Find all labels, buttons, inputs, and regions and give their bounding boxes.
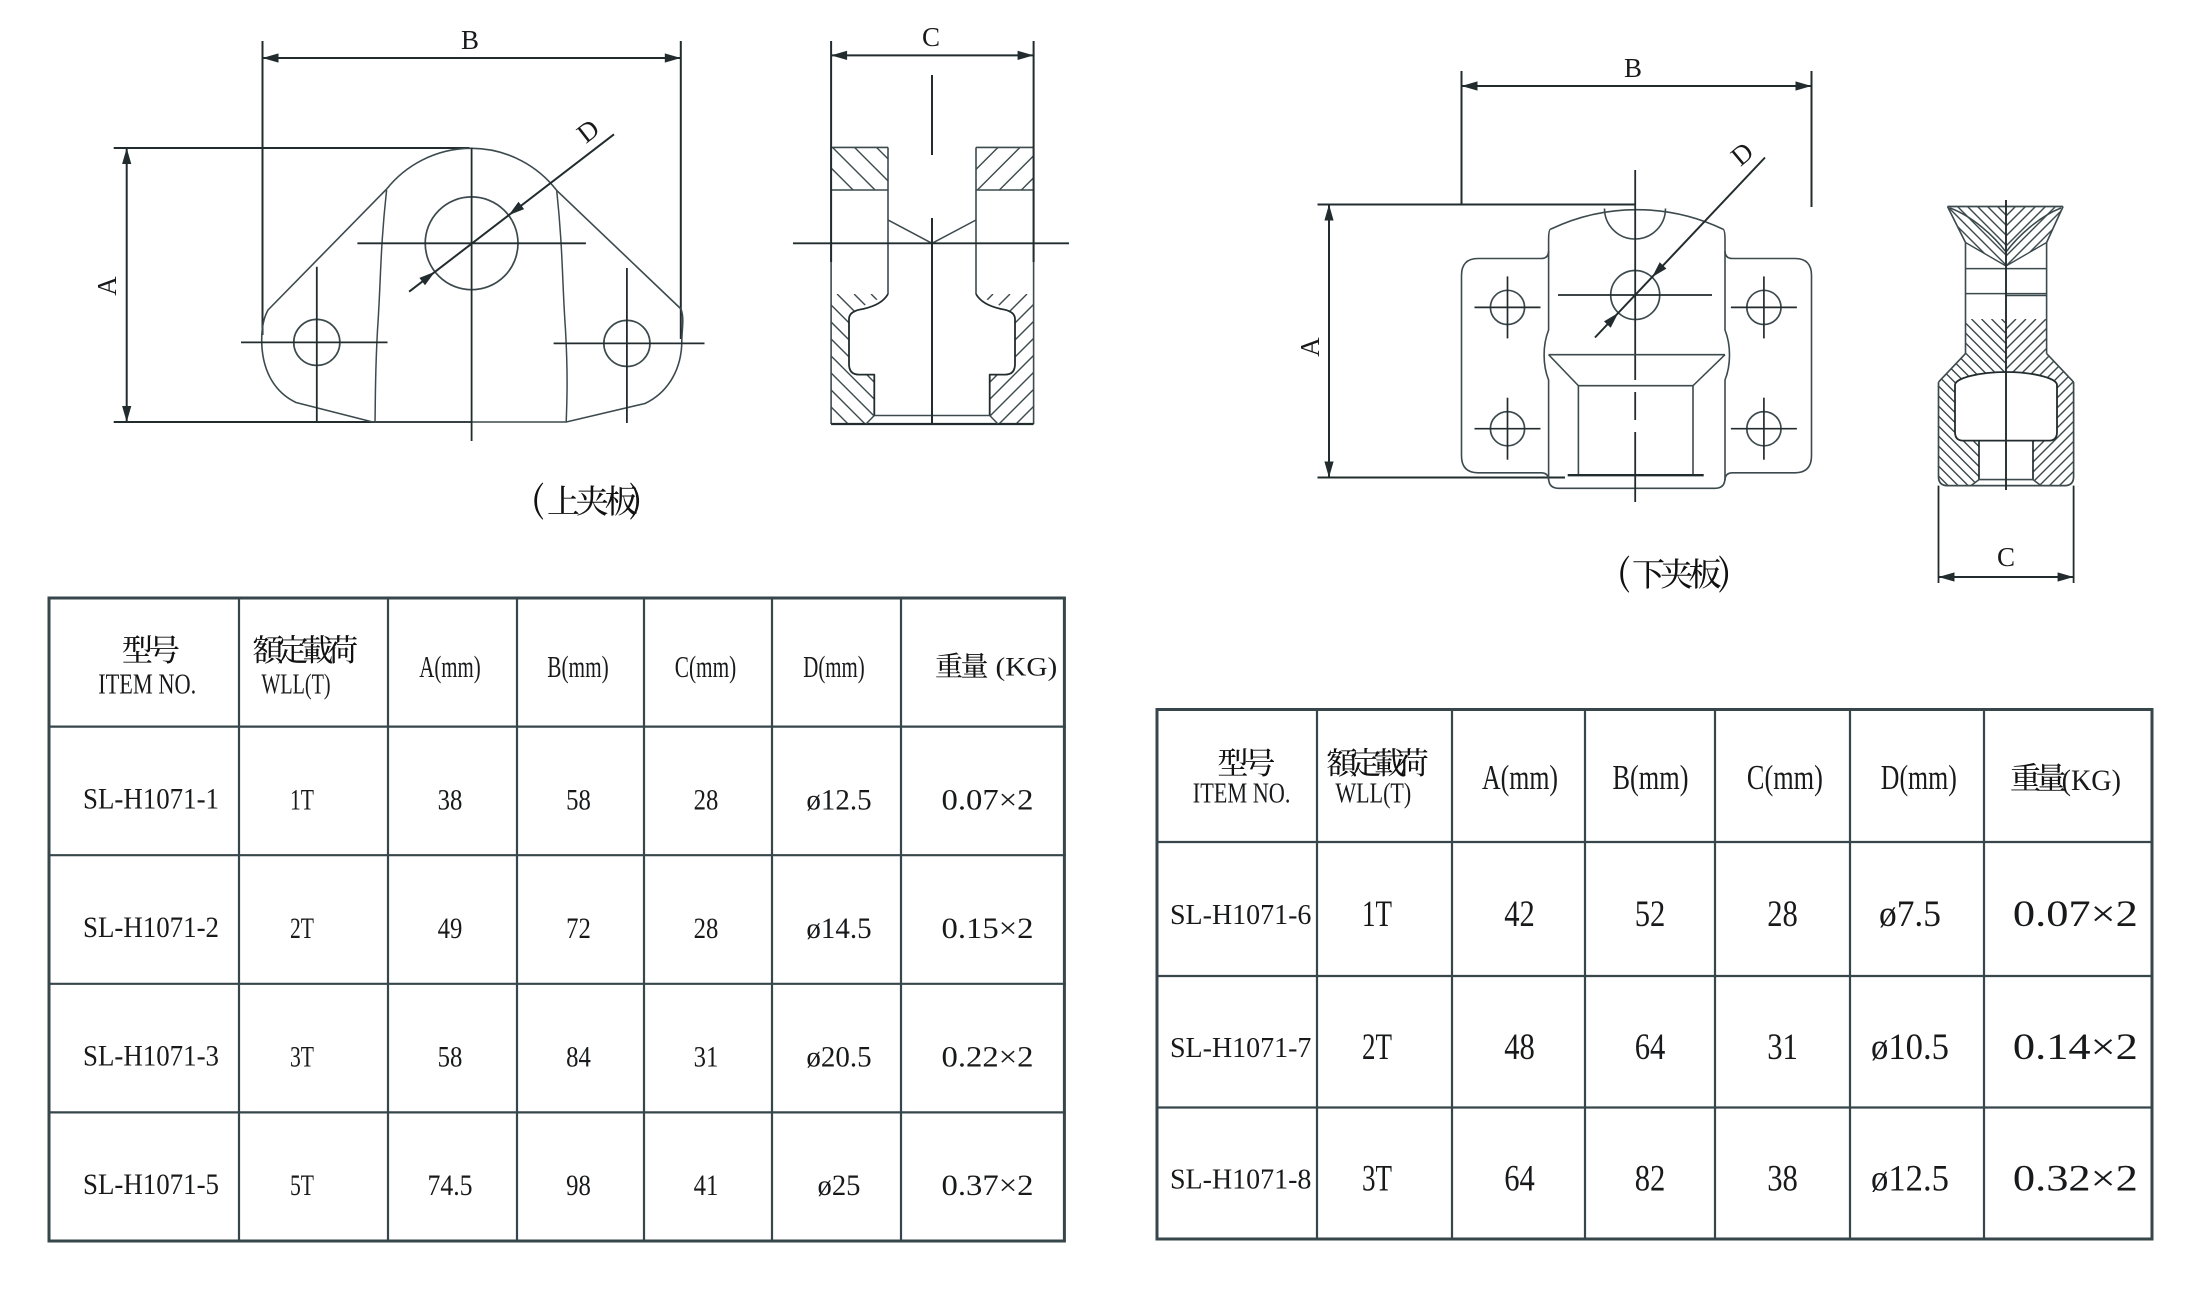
svg-text:1T: 1T — [290, 784, 314, 816]
svg-text:ITEM NO.: ITEM NO. — [98, 669, 196, 701]
svg-text:C(mm): C(mm) — [675, 649, 737, 684]
svg-text:SL-H1071-6: SL-H1071-6 — [1170, 900, 1311, 931]
svg-text:38: 38 — [438, 784, 463, 816]
svg-text:ø25: ø25 — [818, 1170, 861, 1202]
svg-text:2T: 2T — [1362, 1027, 1392, 1068]
svg-text:0.37×2: 0.37×2 — [942, 1170, 1034, 1202]
svg-text:3T: 3T — [290, 1042, 314, 1074]
svg-text:D: D — [1725, 136, 1759, 172]
svg-text:SL-H1071-1: SL-H1071-1 — [83, 783, 219, 815]
svg-text:38: 38 — [1767, 1158, 1798, 1199]
svg-text:D(mm): D(mm) — [1881, 758, 1957, 797]
svg-text:0.07×2: 0.07×2 — [2013, 894, 2138, 935]
svg-text:84: 84 — [566, 1042, 591, 1074]
svg-text:B: B — [461, 25, 479, 55]
svg-text:64: 64 — [1504, 1158, 1535, 1199]
svg-text:98: 98 — [566, 1170, 591, 1202]
svg-text:SL-H1071-3: SL-H1071-3 — [83, 1041, 219, 1073]
svg-text:A: A — [1295, 337, 1325, 357]
svg-text:74.5: 74.5 — [427, 1170, 472, 1202]
svg-text:ø12.5: ø12.5 — [806, 784, 871, 816]
svg-text:SL-H1071-5: SL-H1071-5 — [83, 1169, 219, 1201]
svg-text:0.32×2: 0.32×2 — [2013, 1158, 2138, 1199]
svg-text:ø14.5: ø14.5 — [806, 913, 871, 945]
svg-text:28: 28 — [694, 913, 719, 945]
svg-text:B(mm): B(mm) — [547, 649, 609, 684]
svg-text:ø20.5: ø20.5 — [806, 1042, 871, 1074]
svg-text:28: 28 — [694, 784, 719, 816]
svg-text:D: D — [571, 113, 605, 149]
svg-text:58: 58 — [438, 1042, 463, 1074]
svg-text:WLL(T): WLL(T) — [261, 669, 330, 701]
svg-text:28: 28 — [1767, 894, 1798, 935]
svg-text:3T: 3T — [1362, 1158, 1392, 1199]
svg-text:31: 31 — [694, 1042, 719, 1074]
svg-text:SL-H1071-2: SL-H1071-2 — [83, 912, 219, 944]
svg-text:C: C — [922, 22, 940, 52]
svg-text:ø10.5: ø10.5 — [1871, 1027, 1949, 1068]
svg-text:C: C — [1997, 542, 2015, 572]
svg-text:A: A — [92, 276, 122, 296]
svg-text:1T: 1T — [1362, 894, 1392, 935]
svg-text:72: 72 — [566, 913, 591, 945]
svg-text:41: 41 — [694, 1170, 719, 1202]
svg-text:(KG): (KG) — [2062, 764, 2121, 797]
svg-text:SL-H1071-8: SL-H1071-8 — [1170, 1164, 1311, 1195]
svg-text:(KG): (KG) — [996, 652, 1058, 682]
svg-text:5T: 5T — [290, 1170, 314, 1202]
svg-text:D(mm): D(mm) — [803, 649, 865, 684]
svg-text:SL-H1071-7: SL-H1071-7 — [1170, 1033, 1311, 1064]
svg-text:C(mm): C(mm) — [1747, 758, 1823, 797]
svg-text:B: B — [1624, 53, 1642, 83]
svg-text:ø7.5: ø7.5 — [1879, 894, 1941, 935]
svg-text:52: 52 — [1635, 894, 1666, 935]
svg-text:0.15×2: 0.15×2 — [942, 913, 1034, 945]
svg-text:0.22×2: 0.22×2 — [942, 1042, 1034, 1074]
svg-text:B(mm): B(mm) — [1613, 758, 1689, 797]
svg-text:2T: 2T — [290, 913, 314, 945]
svg-text:31: 31 — [1767, 1027, 1798, 1068]
svg-text:ITEM NO.: ITEM NO. — [1193, 777, 1291, 809]
svg-text:ø12.5: ø12.5 — [1871, 1158, 1949, 1199]
svg-text:48: 48 — [1504, 1027, 1535, 1068]
svg-text:58: 58 — [566, 784, 591, 816]
svg-text:0.14×2: 0.14×2 — [2013, 1027, 2138, 1068]
svg-text:WLL(T): WLL(T) — [1335, 777, 1411, 809]
svg-text:64: 64 — [1635, 1027, 1666, 1068]
svg-text:A(mm): A(mm) — [419, 649, 481, 684]
svg-text:A(mm): A(mm) — [1482, 758, 1558, 797]
svg-text:42: 42 — [1504, 894, 1535, 935]
svg-text:49: 49 — [438, 913, 463, 945]
svg-text:82: 82 — [1635, 1158, 1666, 1199]
svg-text:0.07×2: 0.07×2 — [942, 784, 1034, 816]
